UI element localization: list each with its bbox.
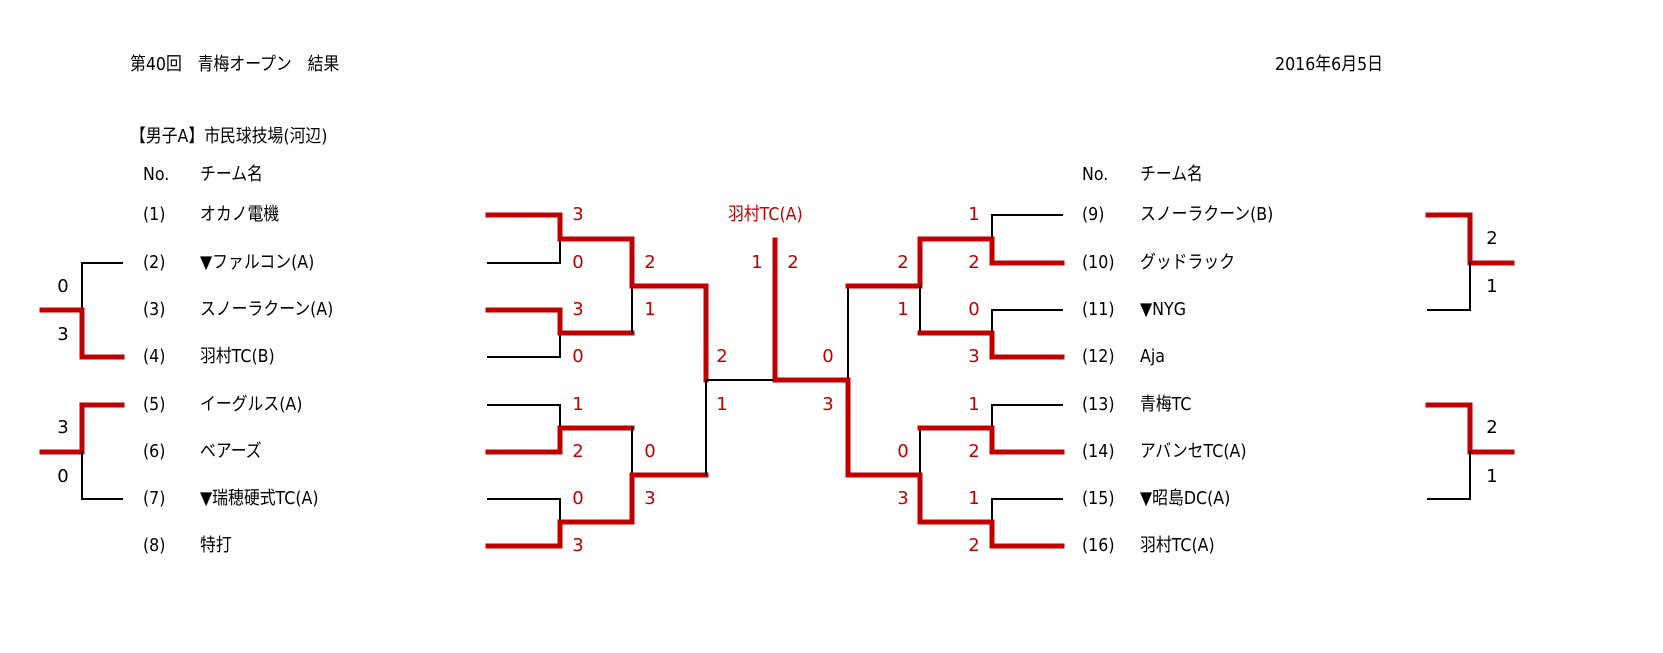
team-number: (10): [1082, 252, 1115, 273]
team-name: スノーラクーン(A): [200, 299, 334, 320]
team-name: 羽村TC(A): [1140, 535, 1215, 556]
column-header-team-left: チーム名: [200, 164, 263, 185]
match-score: 0: [572, 346, 584, 367]
match-score: 2: [572, 441, 584, 462]
team-name: ▼昭島DC(A): [1140, 488, 1231, 509]
team-name: 羽村TC(B): [200, 346, 275, 367]
match-score: 1: [968, 204, 980, 225]
match-score: 3: [57, 324, 69, 345]
match-score: 3: [897, 488, 909, 509]
team-number: (13): [1082, 394, 1115, 415]
team-number: (7): [143, 488, 166, 509]
column-header-no-right: No.: [1082, 164, 1109, 185]
match-score: 0: [968, 299, 980, 320]
team-number: (14): [1082, 441, 1115, 462]
match-score: 0: [57, 466, 69, 487]
match-score: 2: [716, 346, 728, 367]
team-number: (3): [143, 299, 166, 320]
division-venue: 【男子A】市民球技場(河辺): [130, 126, 328, 147]
team-name: アバンセTC(A): [1140, 441, 1247, 462]
match-score: 1: [751, 252, 763, 273]
match-score: 1: [1486, 466, 1498, 487]
match-score: 1: [644, 299, 656, 320]
team-number: (12): [1082, 346, 1115, 367]
page-title: 第40回 青梅オープン 結果: [130, 54, 340, 75]
match-score: 1: [968, 488, 980, 509]
match-score: 3: [968, 346, 980, 367]
team-number: (2): [143, 252, 166, 273]
match-score: 0: [572, 252, 584, 273]
team-name: 青梅TC: [1140, 394, 1192, 415]
match-score: 3: [572, 535, 584, 556]
team-number: (11): [1082, 299, 1115, 320]
match-score: 0: [57, 276, 69, 297]
match-score: 0: [822, 346, 834, 367]
match-score: 1: [572, 394, 584, 415]
team-number: (5): [143, 394, 166, 415]
match-score: 0: [572, 488, 584, 509]
column-header-team-right: チーム名: [1140, 164, 1203, 185]
match-score: 3: [572, 204, 584, 225]
team-name: ▼瑞穂硬式TC(A): [200, 488, 319, 509]
match-score: 3: [572, 299, 584, 320]
match-score: 3: [822, 394, 834, 415]
event-date: 2016年6月5日: [1275, 54, 1383, 75]
match-score: 0: [644, 441, 656, 462]
team-number: (6): [143, 441, 166, 462]
match-score: 3: [57, 417, 69, 438]
match-score: 2: [1486, 417, 1498, 438]
match-score: 2: [897, 252, 909, 273]
team-name: ベアーズ: [200, 441, 262, 462]
match-score: 3: [644, 488, 656, 509]
match-score: 2: [968, 535, 980, 556]
match-score: 1: [716, 394, 728, 415]
champion-label: 羽村TC(A): [728, 204, 803, 225]
team-number: (9): [1082, 204, 1105, 225]
match-score: 2: [1486, 228, 1498, 249]
team-number: (15): [1082, 488, 1115, 509]
match-score: 1: [897, 299, 909, 320]
match-score: 1: [968, 394, 980, 415]
match-score: 2: [644, 252, 656, 273]
team-name: Aja: [1140, 346, 1165, 367]
team-number: (8): [143, 535, 166, 556]
team-name: イーグルス(A): [200, 394, 303, 415]
team-number: (1): [143, 204, 166, 225]
team-number: (16): [1082, 535, 1115, 556]
match-score: 2: [968, 252, 980, 273]
match-score: 0: [897, 441, 909, 462]
match-score: 1: [1486, 276, 1498, 297]
team-name: オカノ電機: [200, 204, 280, 225]
team-number: (4): [143, 346, 166, 367]
match-score: 2: [787, 252, 799, 273]
team-name: ▼ファルコン(A): [200, 252, 315, 273]
team-name: グッドラック: [1140, 252, 1236, 273]
match-score: 2: [968, 441, 980, 462]
column-header-no-left: No.: [143, 164, 170, 185]
team-name: スノーラクーン(B): [1140, 204, 1274, 225]
team-name: ▼NYG: [1140, 299, 1186, 320]
team-name: 特打: [200, 535, 232, 556]
